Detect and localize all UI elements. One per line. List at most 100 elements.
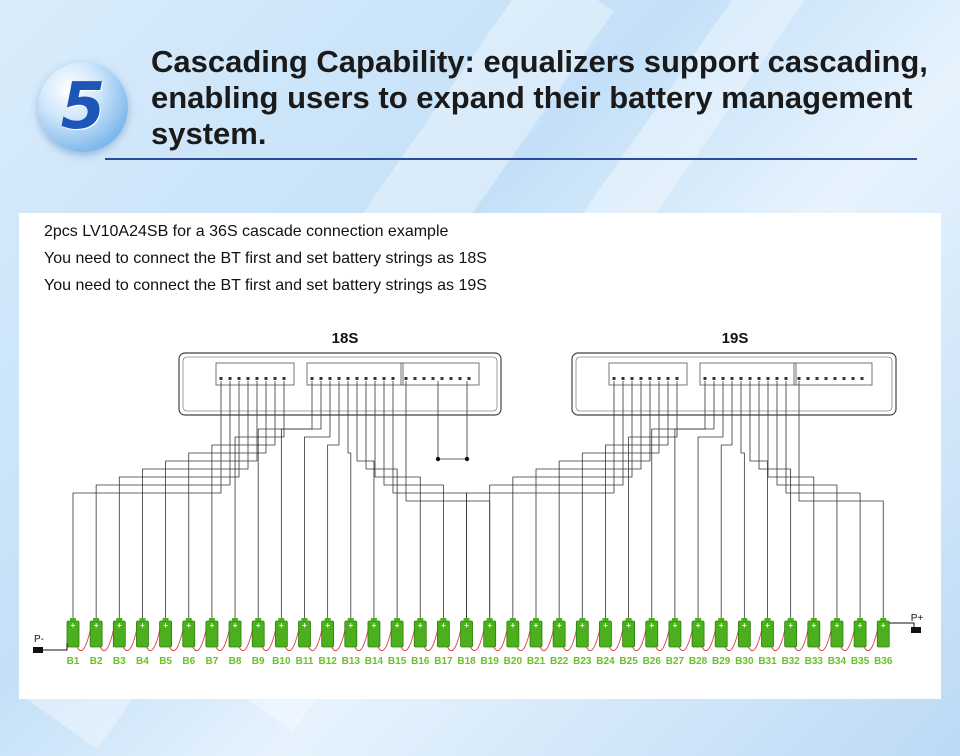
connector-pin [328,377,332,380]
cell-polarity-mark: + [395,621,400,630]
battery-cell-cap [324,618,331,621]
cell-polarity-mark: + [441,621,446,630]
battery-cell-cap [880,618,887,621]
note-line-3: You need to connect the BT first and set… [44,277,487,294]
cell-label-33: B33 [805,656,824,667]
balance-wire [767,381,815,618]
battery-cell-cap [509,618,516,621]
connector-header [400,362,480,386]
cell-polarity-mark: + [71,621,76,630]
cell-label-25: B25 [619,656,638,667]
connector-pin [833,377,837,380]
balance-wire [798,381,884,618]
cell-polarity-mark: + [742,621,747,630]
battery-cell-cap [648,618,655,621]
battery-cell-cap [625,618,632,621]
balance-wire [234,381,285,618]
cell-label-35: B35 [851,656,870,667]
cell-label-26: B26 [643,656,662,667]
balance-wire [72,381,222,618]
balance-wire [558,381,651,618]
battery-cell-cap [787,618,794,621]
balance-wire [581,381,660,618]
connector-pin [413,377,417,380]
connector-pin [346,377,350,380]
connector-pin [282,377,286,380]
cell-polarity-mark: + [94,621,99,630]
negative-lead [41,643,68,651]
junction-dot [464,456,470,462]
cell-label-34: B34 [828,656,847,667]
battery-cell-cap [579,618,586,621]
balance-wire [405,381,491,618]
connector-pin [730,377,734,380]
negative-terminal-plug [33,647,43,653]
section-number: 5 [60,70,106,144]
terminal-positive-label: P+ [911,613,924,624]
connector-header [793,362,873,386]
balance-wire [347,381,352,618]
cell-label-28: B28 [689,656,708,667]
connector-pin [766,377,770,380]
connector-pin [391,377,395,380]
battery-cell-cap [394,618,401,621]
battery-cell-cap [857,618,864,621]
connector-pin [860,377,864,380]
connector-pin [757,377,761,380]
balance-wire [535,381,642,618]
battery-cell-cap [810,618,817,621]
battery-cell-cap [162,618,169,621]
connector-pin [337,377,341,380]
connector-pin [797,377,801,380]
balance-wire [118,381,240,618]
balance-wire [697,381,724,618]
battery-cell-cap [301,618,308,621]
cell-polarity-mark: + [835,621,840,630]
connector-pin [806,377,810,380]
balance-wire [280,381,322,618]
balance-wire [95,381,231,618]
connector-pin [784,377,788,380]
cell-polarity-mark: + [233,621,238,630]
battery-cell-cap [232,618,239,621]
balance-wire [327,381,340,618]
connector-pin [851,377,855,380]
connector-pin [355,377,359,380]
battery-cell-cap [718,618,725,621]
battery-cell-cap [602,618,609,621]
connector-header [215,362,295,386]
battery-cell-cap [278,618,285,621]
cell-polarity-mark: + [811,621,816,630]
cell-label-30: B30 [735,656,754,667]
cell-label-6: B6 [182,656,195,667]
connector-pin [648,377,652,380]
balance-wire [785,381,861,618]
battery-cell-cap [833,618,840,621]
cell-label-16: B16 [411,656,430,667]
connector-pin [458,377,462,380]
cell-label-29: B29 [712,656,731,667]
cell-polarity-mark: + [186,621,191,630]
module-label-1: 18S [332,330,359,347]
battery-cell-cap [463,618,470,621]
equalizer-module-1 [178,352,502,416]
section-badge: 5 [38,62,128,152]
connector-pin [422,377,426,380]
balance-wire [740,381,745,618]
battery-cell-cap [440,618,447,621]
connector-pin [310,377,314,380]
connector-pin [264,377,268,380]
cell-polarity-mark: + [163,621,168,630]
balance-wire [188,381,267,618]
cell-polarity-mark: + [487,621,492,630]
connector-pin [712,377,716,380]
balance-wire [776,381,838,618]
cell-label-10: B10 [272,656,291,667]
connector-header [608,362,688,386]
cell-polarity-mark: + [696,621,701,630]
battery-cell-cap [533,618,539,621]
cell-label-9: B9 [252,656,265,667]
battery-cell-cap [695,618,702,621]
cell-label-5: B5 [159,656,172,667]
cell-polarity-mark: + [788,621,793,630]
